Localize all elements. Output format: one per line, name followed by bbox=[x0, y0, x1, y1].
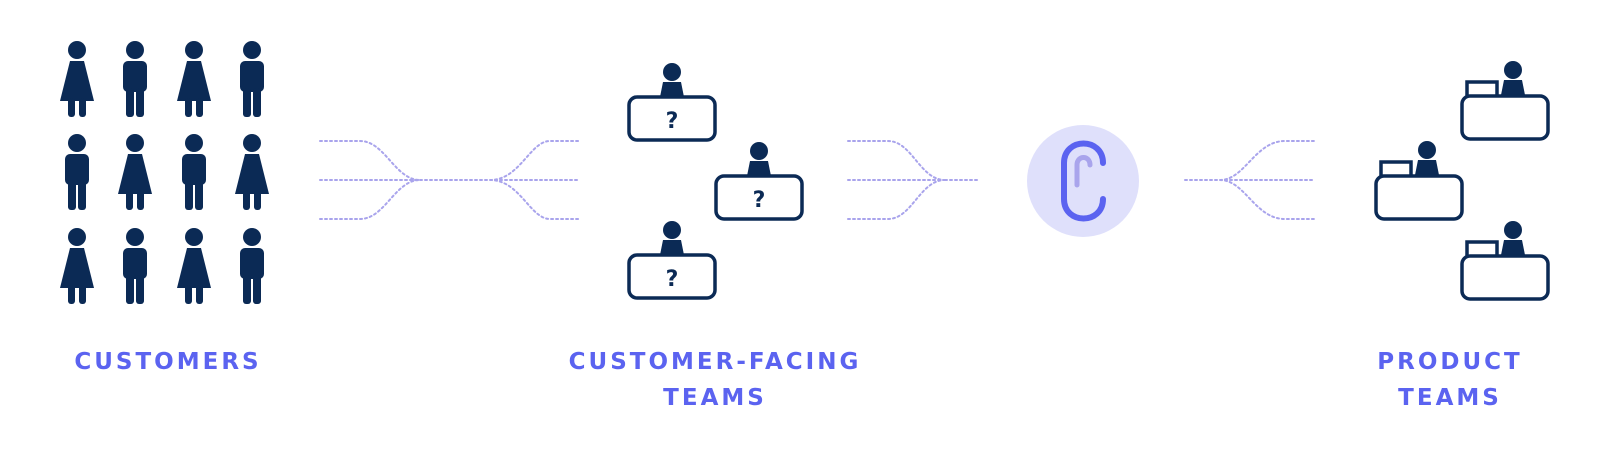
customers-group bbox=[60, 41, 269, 304]
person-icon bbox=[123, 41, 147, 117]
question-mark: ? bbox=[753, 188, 766, 213]
person-icon bbox=[177, 228, 211, 304]
person-icon bbox=[123, 228, 147, 304]
logo-outer-stroke bbox=[1061, 140, 1106, 222]
person-icon bbox=[177, 41, 211, 117]
person-icon bbox=[118, 134, 152, 210]
product-logo-icon bbox=[1027, 125, 1139, 237]
person-icon bbox=[240, 41, 264, 117]
customer-facing-label-line1: CUSTOMER-FACING bbox=[568, 349, 862, 375]
help-desk-icon: ? bbox=[627, 61, 717, 142]
connector-teams-fanout bbox=[489, 140, 581, 220]
connectors bbox=[319, 140, 1316, 220]
person-icon bbox=[60, 41, 94, 117]
desk-with-monitor-icon bbox=[1460, 59, 1550, 141]
person-icon bbox=[60, 228, 94, 304]
logo-inner-stroke bbox=[1074, 155, 1093, 188]
help-desk-icon: ? bbox=[714, 140, 804, 221]
customer-facing-teams-label: CUSTOMER-FACING TEAMS bbox=[545, 344, 885, 416]
logo-background bbox=[1027, 125, 1139, 237]
question-mark: ? bbox=[666, 267, 679, 292]
desk-with-monitor-icon bbox=[1374, 139, 1464, 221]
person-icon bbox=[65, 134, 89, 210]
connector-product-to-logo bbox=[1184, 140, 1316, 220]
product-label-line1: PRODUCT bbox=[1377, 349, 1523, 375]
customers-label-line: CUSTOMERS bbox=[74, 349, 262, 375]
help-desk-icon: ? bbox=[627, 219, 717, 300]
product-label-line2: TEAMS bbox=[1398, 385, 1502, 411]
question-mark: ? bbox=[666, 109, 679, 134]
product-teams-label: PRODUCT TEAMS bbox=[1360, 344, 1540, 416]
person-icon bbox=[235, 134, 269, 210]
person-icon bbox=[240, 228, 264, 304]
product-teams-group bbox=[1374, 59, 1550, 301]
desk-with-monitor-icon bbox=[1460, 219, 1550, 301]
customer-facing-group: ? ? ? bbox=[627, 61, 804, 300]
person-icon bbox=[182, 134, 206, 210]
connector-teams-to-logo bbox=[847, 140, 981, 220]
connector-customers-merge bbox=[319, 140, 491, 220]
customer-facing-label-line2: TEAMS bbox=[663, 385, 767, 411]
customers-label: CUSTOMERS bbox=[48, 344, 288, 380]
